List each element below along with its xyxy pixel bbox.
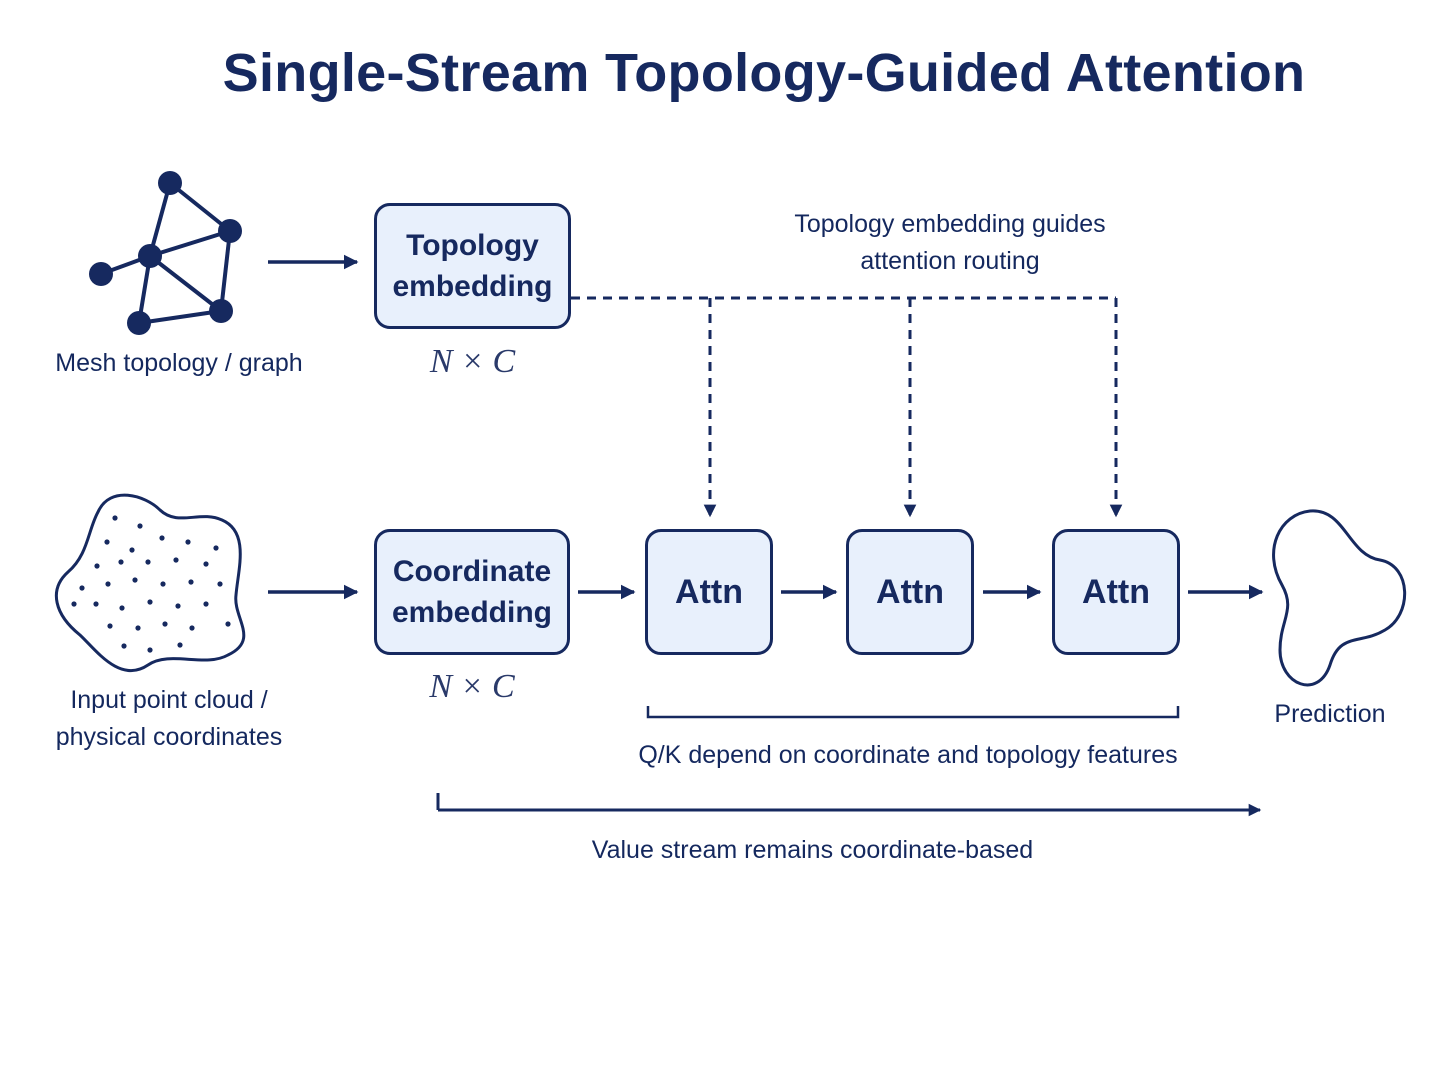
topology-guidance-lines xyxy=(571,296,1123,518)
topology-embedding-box: Topology embedding xyxy=(374,203,571,329)
qk-bracket xyxy=(646,706,1180,719)
attn-block-2-label: Attn xyxy=(876,572,944,611)
guide-note-line2: attention routing xyxy=(860,247,1040,275)
attn-block-3: Attn xyxy=(1052,529,1180,655)
prediction-label: Prediction xyxy=(1274,700,1386,728)
value-stream-note: Value stream remains coordinate-based xyxy=(591,836,1034,864)
coordinate-dim-label: N × C xyxy=(429,668,515,705)
point-cloud-label: Input point cloud / physical coordinates xyxy=(40,682,298,756)
diagram-title: Single-Stream Topology-Guided Attention xyxy=(222,43,1306,103)
attn-block-2: Attn xyxy=(846,529,974,655)
qk-note: Q/K depend on coordinate and topology fe… xyxy=(638,741,1178,769)
guide-note-line1: Topology embedding guides xyxy=(794,210,1106,238)
prediction-shape-icon xyxy=(1272,509,1407,687)
attn-block-1: Attn xyxy=(645,529,773,655)
point-cloud-label-line1: Input point cloud / xyxy=(70,686,268,714)
coordinate-embedding-box: Coordinate embedding xyxy=(374,529,570,655)
guide-note: Topology embedding guides attention rout… xyxy=(770,206,1130,280)
value-stream-arrow xyxy=(436,793,1262,817)
topology-dim-label: N × C xyxy=(429,343,516,380)
topology-embedding-line2: embedding xyxy=(392,270,553,303)
coordinate-embedding-line1: Coordinate xyxy=(392,555,552,588)
point-cloud-label-line2: physical coordinates xyxy=(55,723,283,751)
mesh-graph-icon xyxy=(89,171,242,335)
topology-embedding-line1: Topology xyxy=(406,229,539,262)
attn-block-1-label: Attn xyxy=(675,572,743,611)
mesh-topology-label: Mesh topology / graph xyxy=(55,349,303,377)
flow-arrows xyxy=(268,254,1264,600)
coordinate-embedding-line2: embedding xyxy=(391,596,552,629)
point-cloud-icon xyxy=(54,493,246,673)
attn-block-3-label: Attn xyxy=(1082,572,1150,611)
